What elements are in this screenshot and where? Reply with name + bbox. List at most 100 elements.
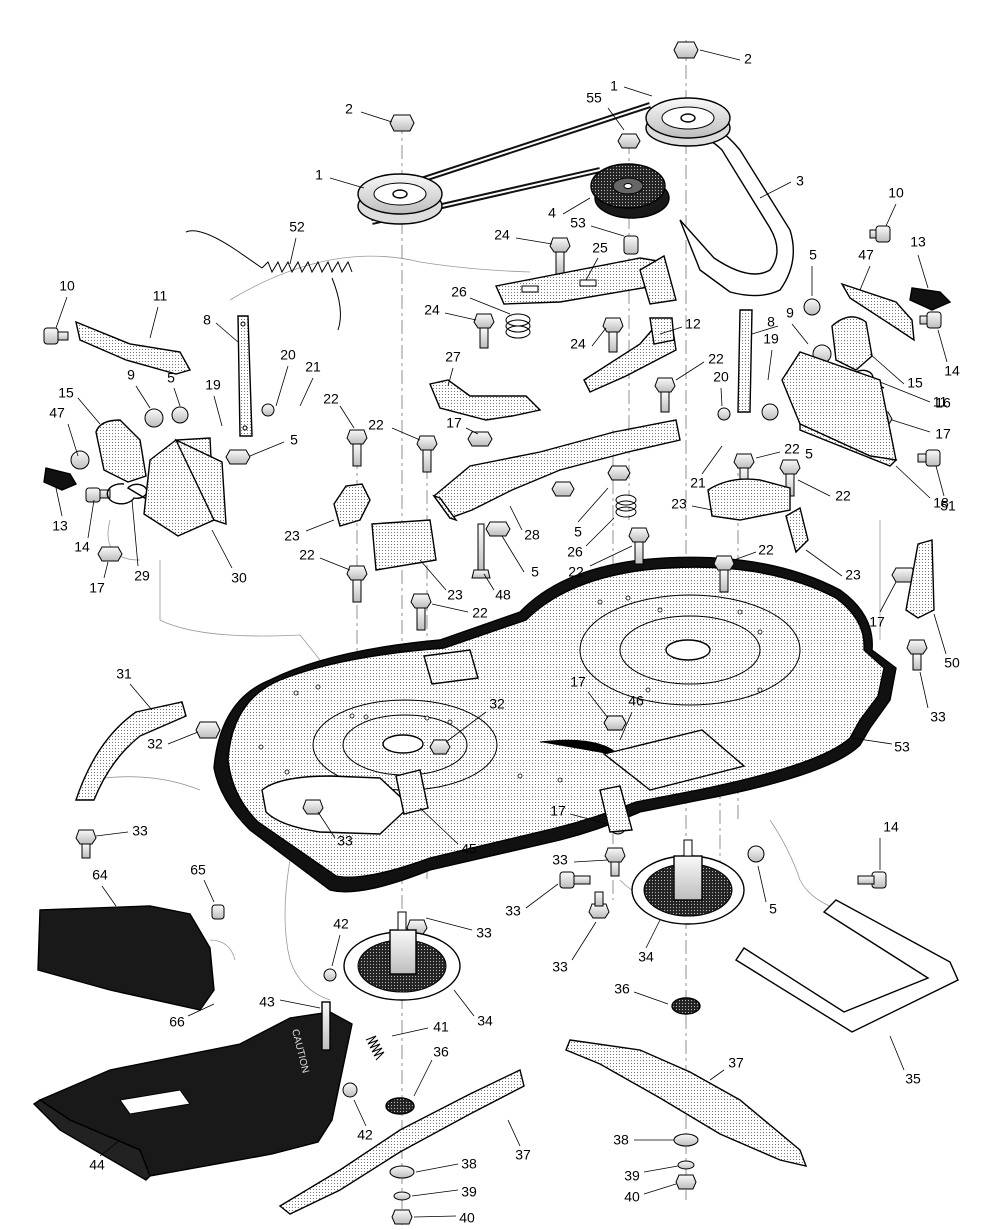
- callout-c-22g: 22: [299, 547, 315, 563]
- callout-c-5b: 5: [167, 370, 175, 386]
- callout-c-42b: 42: [357, 1127, 373, 1143]
- link-8-left: [237, 315, 253, 437]
- callout-c-35: 35: [905, 1071, 921, 1087]
- callout-c-37a: 37: [728, 1055, 744, 1071]
- callout-c-33g: 33: [552, 959, 568, 975]
- spring-29: [106, 483, 149, 505]
- mower-deck: [213, 556, 897, 893]
- callout-c-36a: 36: [614, 981, 630, 997]
- callout-c-47a: 47: [858, 247, 874, 263]
- callout-c-14a: 14: [944, 363, 960, 379]
- callout-c-55: 55: [586, 90, 602, 106]
- blade-hardware-right: [673, 1133, 699, 1190]
- callout-c-10b: 10: [59, 278, 75, 294]
- callout-c-22i: 22: [472, 605, 488, 621]
- bearing-36-left: [385, 1097, 415, 1115]
- callout-c-22h: 22: [568, 564, 584, 580]
- callout-c-33f: 33: [476, 925, 492, 941]
- plate-15-right: [831, 316, 873, 371]
- callout-c-14b: 14: [74, 539, 90, 555]
- torsion-spring-26a: [505, 313, 531, 339]
- callout-c-40a: 40: [624, 1189, 640, 1205]
- bearing-36-right: [671, 997, 701, 1015]
- callout-c-51: 51: [940, 498, 956, 514]
- spring-41: [365, 1035, 385, 1061]
- callout-c-17a: 17: [446, 415, 462, 431]
- callout-c-66: 66: [169, 1014, 185, 1030]
- callout-c-17c: 17: [89, 580, 105, 596]
- pin-43: [321, 1001, 331, 1051]
- callout-c-65: 65: [190, 862, 206, 878]
- lever-11-left: [75, 320, 192, 375]
- callout-c-1b: 1: [315, 167, 323, 183]
- callout-c-16: 16: [935, 395, 951, 411]
- idler-pulley: [590, 163, 670, 219]
- callout-c-53a: 53: [570, 215, 586, 231]
- callout-c-33e: 33: [505, 903, 521, 919]
- callout-c-17e: 17: [570, 674, 586, 690]
- callout-c-23c: 23: [845, 567, 861, 583]
- callout-c-53b: 53: [894, 739, 910, 755]
- callout-c-24c: 24: [570, 336, 586, 352]
- wing-knob-13-right: [909, 287, 952, 311]
- callout-c-14c: 14: [883, 819, 899, 835]
- lever-45: [395, 769, 429, 815]
- callout-c-32b: 32: [147, 736, 163, 752]
- callout-c-24a: 24: [494, 227, 510, 243]
- callout-c-11a: 11: [153, 288, 168, 304]
- callout-c-27: 27: [445, 349, 461, 365]
- callout-c-21a: 21: [305, 359, 321, 375]
- callout-c-44: 44: [89, 1157, 105, 1173]
- callout-c-38a: 38: [613, 1132, 629, 1148]
- callout-c-46: 46: [628, 693, 644, 709]
- callout-c-22e: 22: [835, 488, 851, 504]
- blade-37-right: [565, 1039, 808, 1167]
- callout-c-48: 48: [495, 587, 511, 603]
- callout-c-5c: 5: [290, 432, 298, 448]
- link-8-right: [737, 309, 753, 413]
- callout-c-38b: 38: [461, 1156, 477, 1172]
- callout-c-2b: 2: [345, 101, 353, 117]
- callout-c-3: 3: [796, 173, 804, 189]
- bracket-31: [75, 701, 187, 801]
- callout-c-37b: 37: [515, 1147, 531, 1163]
- callout-c-10a: 10: [888, 185, 904, 201]
- lever-11-right: [840, 282, 915, 342]
- callout-c-5d: 5: [805, 446, 813, 462]
- blade-hardware-left: [389, 1165, 415, 1225]
- callout-c-23a: 23: [671, 496, 687, 512]
- callout-c-22a: 22: [708, 351, 724, 367]
- callout-c-13b: 13: [52, 518, 68, 534]
- spring-52: [185, 230, 353, 331]
- callout-c-18: 18: [933, 495, 949, 511]
- callout-c-45: 45: [461, 841, 477, 857]
- callout-c-29: 29: [134, 568, 150, 584]
- callout-c-8b: 8: [767, 314, 775, 330]
- callout-c-11b: 11: [933, 394, 948, 410]
- callout-c-5a: 5: [809, 247, 817, 263]
- callout-c-1a: 1: [610, 78, 618, 94]
- callout-c-26a: 26: [451, 284, 467, 300]
- callout-c-28: 28: [524, 527, 540, 543]
- bracket-50: [905, 539, 935, 619]
- callout-c-17f: 17: [550, 803, 566, 819]
- baffle-23-a: [333, 483, 371, 527]
- callout-c-22c: 22: [368, 417, 384, 433]
- callout-c-9a: 9: [786, 305, 794, 321]
- callout-c-15b: 15: [58, 385, 74, 401]
- spindle-34-right: [631, 839, 745, 925]
- leader-lines: [55, 49, 948, 1218]
- callout-c-39b: 39: [461, 1184, 477, 1200]
- wing-knob-13-left: [43, 467, 78, 491]
- callout-c-21b: 21: [690, 475, 706, 491]
- torsion-spring-26b: [615, 494, 637, 518]
- callout-c-33c: 33: [337, 833, 353, 849]
- callout-c-43: 43: [259, 994, 275, 1010]
- mulch-plate-64: [37, 905, 215, 1011]
- callout-c-5e: 5: [574, 524, 582, 540]
- discharge-chute-44: CAUTION: [32, 1011, 353, 1181]
- callout-c-9b: 9: [127, 367, 135, 383]
- handle-35: [735, 899, 959, 1033]
